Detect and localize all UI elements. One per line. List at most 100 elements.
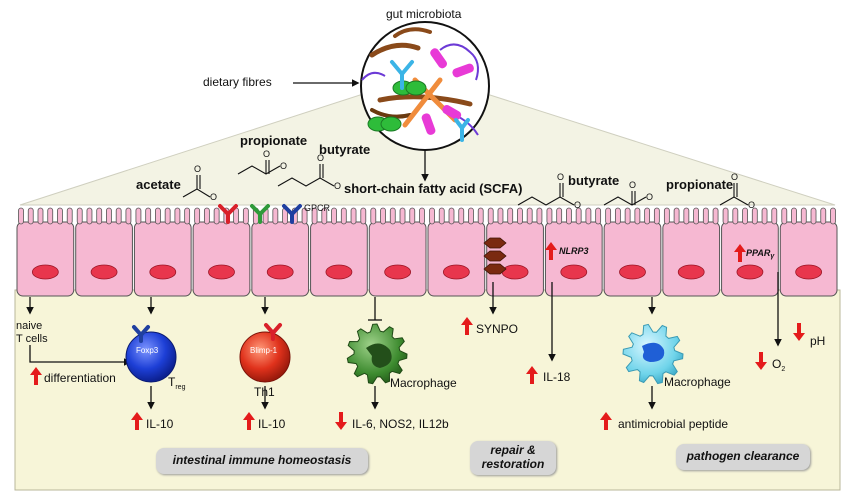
pathway-arrows — [26, 79, 782, 410]
microvillus — [76, 207, 83, 225]
microvillus — [663, 207, 670, 225]
propionate-right-label: propionate — [666, 177, 734, 192]
epithelial-cell — [310, 221, 368, 297]
blimp1-label: Blimp-1 — [250, 346, 278, 355]
microvillus — [311, 207, 318, 225]
butyrate-label: butyrate — [319, 142, 371, 157]
foxp3-label: Foxp3 — [136, 346, 159, 355]
oxygen-label: O — [263, 149, 271, 159]
microvillus — [644, 207, 651, 225]
il10-th1-label: IL-10 — [258, 417, 286, 431]
cell-nucleus — [619, 264, 646, 280]
microvillus — [468, 207, 474, 225]
microvillus — [272, 207, 279, 225]
microvillus — [350, 207, 357, 225]
microvillus — [624, 207, 631, 225]
oxygen-label: O — [280, 161, 288, 171]
regulation-arrows — [30, 242, 805, 430]
antimicrobial-label: antimicrobial peptide — [618, 417, 729, 431]
microvillus — [507, 207, 514, 225]
macrophage-left-label: Macrophage — [390, 376, 457, 390]
gpcr-receptors — [218, 204, 302, 224]
oxygen-label: O — [646, 192, 654, 202]
microvillus — [781, 207, 788, 225]
microvillus — [125, 207, 132, 225]
oxygen-label: O — [557, 172, 565, 182]
microvillus — [242, 207, 249, 225]
microvillus — [791, 207, 797, 225]
microvillus — [145, 207, 152, 225]
cell-nucleus — [442, 264, 470, 280]
treg-cell — [125, 325, 177, 383]
up-arrow-icon — [461, 317, 473, 335]
epithelial-cell — [368, 221, 427, 297]
microvillus — [761, 207, 768, 225]
cell-nucleus — [560, 264, 588, 280]
scfa-label: short-chain fatty acid (SCFA) — [344, 181, 523, 196]
microvillus — [321, 207, 328, 225]
microvillus — [800, 207, 807, 225]
microvillus — [771, 207, 778, 225]
th1-label: Th1 — [254, 385, 275, 399]
microvillus — [820, 207, 827, 225]
microvillus — [135, 207, 142, 225]
gpcr-label: GPCR — [304, 203, 331, 213]
microvillus — [380, 207, 386, 225]
cell-nucleus — [90, 264, 118, 280]
up-arrow-icon — [600, 412, 612, 430]
microvillus — [331, 207, 337, 225]
microvillus — [47, 207, 54, 225]
microvillus — [497, 207, 504, 225]
differentiation-label: differentiation — [44, 371, 116, 385]
epithelial-cell — [603, 221, 662, 297]
gut-microbiota-label: gut microbiota — [386, 7, 462, 21]
cell-nucleus — [501, 264, 529, 280]
microvillus — [595, 207, 602, 225]
microvillus — [18, 207, 24, 225]
microvillus — [57, 207, 63, 225]
microvillus — [575, 207, 582, 225]
microvillus — [360, 207, 367, 225]
microvillus — [184, 207, 191, 225]
receptor-icon — [218, 204, 238, 224]
macrophage-right — [622, 323, 684, 385]
oxygen-label: O — [731, 172, 739, 182]
microvillus — [27, 207, 34, 225]
microvillus — [301, 207, 308, 225]
up-arrow-icon — [526, 366, 538, 384]
synpo-label: SYNPO — [476, 322, 519, 336]
microvillus — [556, 207, 563, 225]
epithelial-cell — [192, 221, 251, 297]
acetate-label: acetate — [136, 177, 181, 192]
up-arrow-icon — [545, 242, 557, 260]
microvillus — [722, 207, 729, 225]
naive-t-label-1: naive — [16, 320, 43, 332]
microvillus — [536, 207, 543, 225]
bacterium-icon — [421, 48, 474, 135]
nlrp3-label: NLRP3 — [559, 246, 589, 256]
microvillus — [517, 207, 523, 225]
oxygen-label: O — [629, 180, 637, 190]
cell-nucleus — [149, 264, 177, 280]
microvillus — [37, 207, 44, 225]
microvillus — [155, 207, 161, 225]
epithelial-cell — [721, 221, 779, 297]
macrophage-right-label: Macrophage — [664, 375, 731, 389]
microvillus — [409, 207, 416, 225]
oxygen-label: O — [210, 192, 218, 202]
microvillus — [458, 207, 465, 225]
microvillus — [605, 207, 612, 225]
cell-nucleus — [325, 264, 353, 280]
microvillus — [693, 207, 699, 225]
up-arrow-icon — [243, 412, 255, 430]
up-arrow-icon — [734, 244, 746, 262]
microvillus — [702, 207, 709, 225]
down-arrow-icon — [335, 412, 347, 430]
microvillus — [96, 207, 103, 225]
down-arrow-icon — [755, 352, 767, 370]
propionate-label: propionate — [240, 133, 308, 148]
oxygen-label: O — [748, 200, 756, 210]
epithelial-cell — [662, 221, 721, 297]
naive-t-label-2: T cells — [16, 333, 48, 345]
